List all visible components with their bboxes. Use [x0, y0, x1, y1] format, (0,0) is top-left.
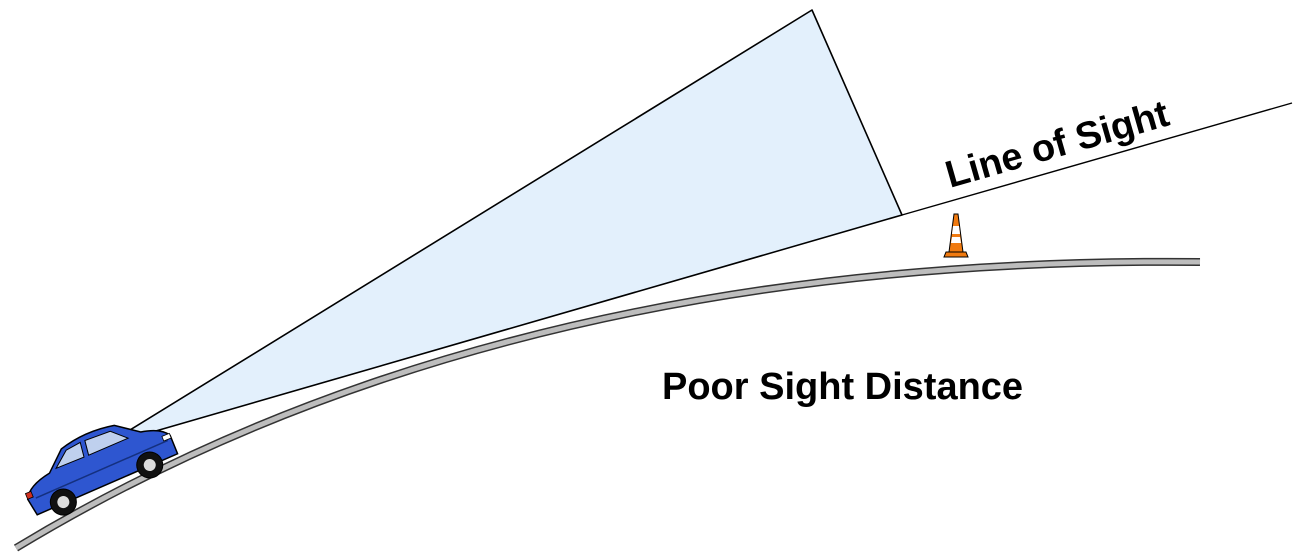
traffic-cone-icon — [944, 214, 968, 257]
diagram-title: Poor Sight Distance — [662, 366, 1023, 409]
line-of-sight-label: Line of Sight — [941, 93, 1174, 197]
